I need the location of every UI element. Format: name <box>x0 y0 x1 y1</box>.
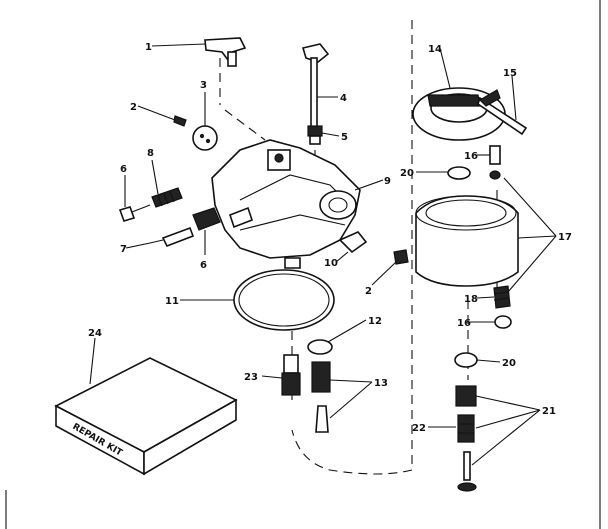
part-float-bowl <box>415 195 519 287</box>
label-15: 15 <box>503 68 517 79</box>
label-16a: 16 <box>464 151 478 162</box>
label-14: 14 <box>428 44 442 55</box>
label-13: 13 <box>374 378 388 389</box>
part-float-pin <box>477 89 528 136</box>
reference-labels: 1 2 3 4 5 6 8 7 6 9 10 2 11 12 13 23 14 … <box>88 42 572 434</box>
label-2b: 2 <box>365 286 372 297</box>
label-16b: 16 <box>457 318 471 329</box>
label-23: 23 <box>244 372 258 383</box>
part-throttle-lever <box>204 37 247 105</box>
leader-lines <box>89 43 557 466</box>
label-6b: 6 <box>200 260 207 271</box>
label-18: 18 <box>464 294 478 305</box>
label-9: 9 <box>384 176 391 187</box>
part-bowl-spring <box>493 285 511 309</box>
part-main-nozzle <box>281 354 301 396</box>
label-20b: 20 <box>502 358 516 369</box>
label-4: 4 <box>340 93 347 104</box>
label-21: 21 <box>542 406 556 417</box>
part-bushing <box>307 125 323 145</box>
part-drain-assembly <box>455 385 477 492</box>
label-1: 1 <box>145 42 152 53</box>
part-idle-screw-spring <box>151 187 183 208</box>
label-3: 3 <box>200 80 207 91</box>
part-throttle-disc <box>192 125 218 151</box>
label-22: 22 <box>412 423 426 434</box>
part-inlet-valve <box>311 361 331 433</box>
part-choke-shaft <box>301 43 330 129</box>
part-float-bowl-screw <box>489 145 501 180</box>
part-mixture-needle <box>149 226 195 248</box>
label-7: 7 <box>120 244 127 255</box>
label-17: 17 <box>558 232 572 243</box>
part-washer <box>447 166 471 180</box>
part-small-screw <box>393 249 409 265</box>
label-6a: 6 <box>120 164 127 175</box>
label-11: 11 <box>165 296 179 307</box>
label-10: 10 <box>324 258 338 269</box>
part-o-ring <box>307 339 333 355</box>
part-mixture-spring <box>192 207 221 231</box>
label-8: 8 <box>147 148 154 159</box>
label-24: 24 <box>88 328 102 339</box>
label-5: 5 <box>341 132 348 143</box>
part-bowl-gasket <box>233 269 335 331</box>
part-idle-screw <box>118 204 151 222</box>
part-washer-lower <box>454 352 478 368</box>
part-choke-plate <box>338 231 368 254</box>
part-bowl-seal <box>494 315 512 329</box>
label-20a: 20 <box>400 168 414 179</box>
repair-kit-box: REPAIR KIT <box>54 357 238 476</box>
part-screw <box>173 115 187 127</box>
part-carburetor-body <box>211 139 361 269</box>
label-12: 12 <box>368 316 382 327</box>
label-2a: 2 <box>130 102 137 113</box>
